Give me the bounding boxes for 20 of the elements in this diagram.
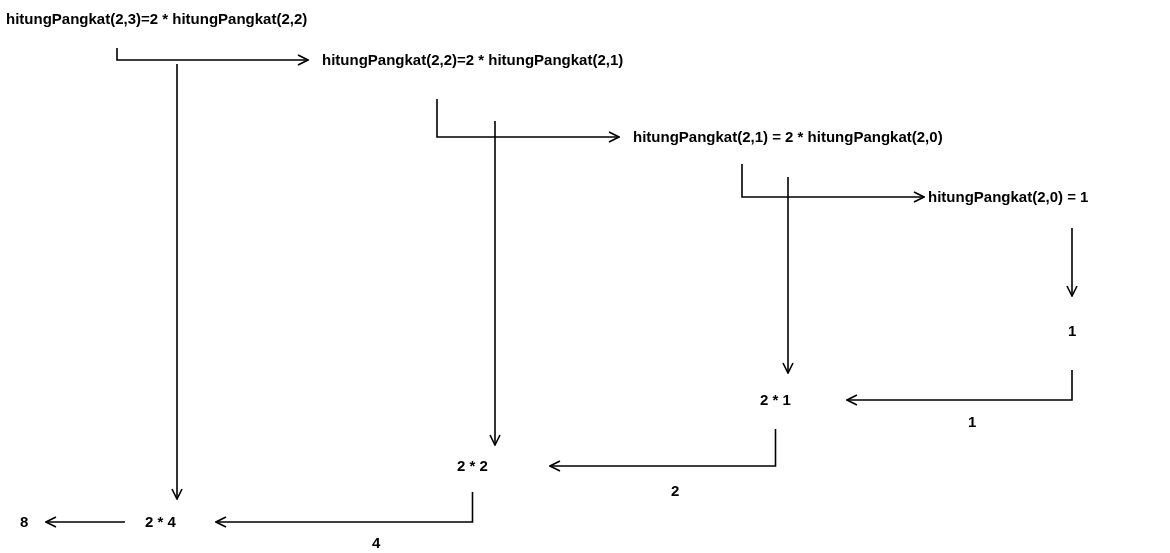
arrow xyxy=(741,163,925,203)
expression-text: hitungPangkat(2,3)=2 * hitungPangkat(2,2) xyxy=(6,8,308,30)
arrow xyxy=(116,47,309,66)
expression-text: 1 xyxy=(1068,320,1077,342)
expression-text: 2 * 4 xyxy=(145,511,176,533)
arrow xyxy=(45,516,126,528)
arrow xyxy=(549,428,777,472)
arrow xyxy=(782,176,794,374)
arrow xyxy=(489,120,501,446)
expression-text: hitungPangkat(2,2)=2 * hitungPangkat(2,1) xyxy=(322,49,624,71)
expression-text: 2 * 1 xyxy=(760,389,791,411)
expression-text: 2 * 2 xyxy=(457,455,488,477)
expression-text: hitungPangkat(2,0) = 1 xyxy=(928,186,1089,208)
arrow xyxy=(1066,227,1078,297)
arrow xyxy=(171,63,183,500)
arrow xyxy=(215,491,474,528)
arrow xyxy=(436,98,620,143)
expression-text: 8 xyxy=(20,511,29,533)
expression-text: hitungPangkat(2,1) = 2 * hitungPangkat(2,0) xyxy=(633,126,943,148)
arrow xyxy=(846,369,1073,406)
